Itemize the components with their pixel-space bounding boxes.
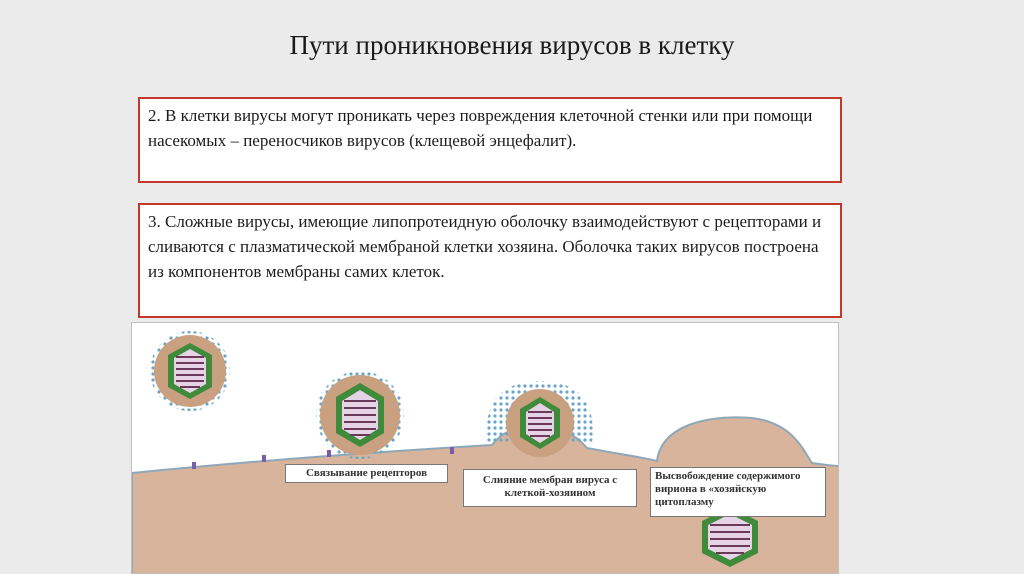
virus-entry-diagram	[132, 323, 839, 574]
label-membrane-fusion: Слияние мембран вируса с клеткой-хозяино…	[463, 469, 637, 507]
virus-binding-icon	[316, 371, 404, 459]
text-box-2-content: 2. В клетки вирусы могут проникать через…	[148, 106, 812, 150]
slide-title: Пути проникновения вирусов в клетку	[0, 30, 1024, 61]
virus-free-icon	[150, 331, 230, 411]
text-box-3-content: 3. Сложные вирусы, имеющие липопротеидну…	[148, 212, 821, 281]
label-virion-release: Высвобождение содержимого вириона в «хоз…	[650, 467, 826, 517]
text-box-2: 2. В клетки вирусы могут проникать через…	[138, 97, 842, 183]
text-box-3: 3. Сложные вирусы, имеющие липопротеидну…	[138, 203, 842, 318]
virus-entry-illustration: Связывание рецепторов Слияние мембран ви…	[131, 322, 839, 574]
label-receptor-binding: Связывание рецепторов	[285, 464, 448, 483]
